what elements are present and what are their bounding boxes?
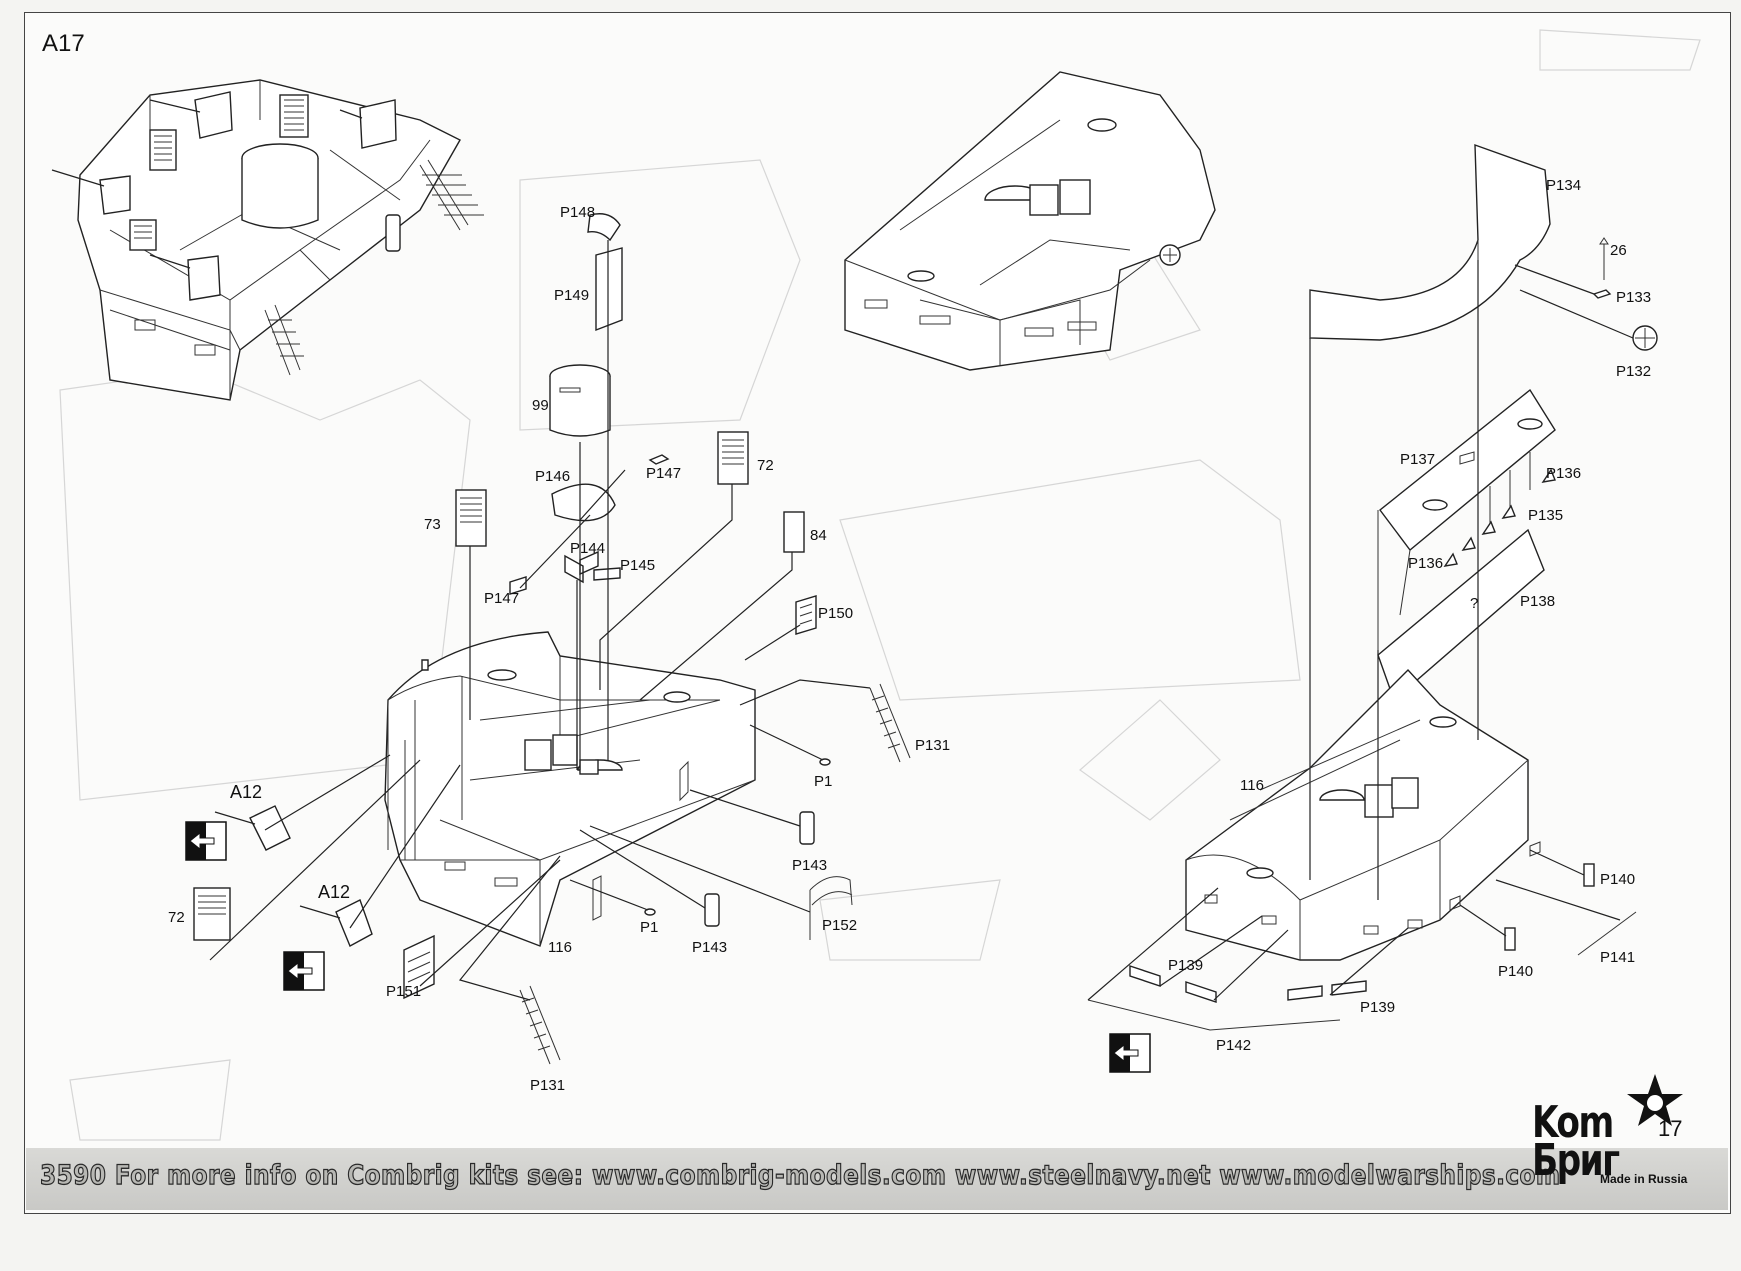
direction-arrow-icon <box>185 821 227 861</box>
direction-arrow-icon <box>283 951 325 991</box>
part-p131 <box>869 683 911 763</box>
part-73 <box>455 489 487 547</box>
part-p140 <box>1504 927 1516 951</box>
part-p141 <box>1577 911 1637 956</box>
part-p147 <box>509 576 527 595</box>
label-p147: P147 <box>646 465 681 482</box>
label-p143: P143 <box>692 939 727 956</box>
label-p147: P147 <box>484 590 519 607</box>
part-p152 <box>809 876 853 940</box>
brand-logo: Kom Бриг <box>1532 1097 1620 1186</box>
part-p135 <box>1501 504 1516 519</box>
label-a12: A12 <box>230 782 262 802</box>
label-p151: P151 <box>386 983 421 1000</box>
part-p134 <box>1309 143 1551 341</box>
label-p139: P139 <box>1168 957 1203 974</box>
part-p142 <box>1087 999 1341 1031</box>
gun-mount-icon <box>149 254 221 301</box>
footer-band <box>26 1148 1728 1210</box>
label-p133: P133 <box>1616 289 1651 306</box>
part-p148 <box>587 213 621 242</box>
label-p134: P134 <box>1546 177 1581 194</box>
part-p139 <box>1185 981 1217 1003</box>
gun-mount-icon <box>339 99 397 149</box>
label-p152: P152 <box>822 917 857 934</box>
part-p135 <box>1461 536 1476 551</box>
part-72 <box>717 431 749 485</box>
a12-gun-mount-icon <box>214 805 291 851</box>
part-p131 <box>519 985 561 1065</box>
label-26: 26 <box>1610 242 1627 259</box>
label-p140: P140 <box>1498 963 1533 980</box>
part-p146 <box>551 483 616 522</box>
label-p1: P1 <box>814 773 832 790</box>
label-p141: P141 <box>1600 949 1635 966</box>
label-p131: P131 <box>915 737 950 754</box>
center-exploded-assembly <box>193 213 911 1065</box>
part-p150 <box>795 595 817 635</box>
part-84 <box>783 511 805 553</box>
part-p147 <box>648 454 670 465</box>
label-a12: A12 <box>318 882 350 902</box>
label-p137: P137 <box>1400 451 1435 468</box>
direction-arrow-icon <box>1109 1033 1151 1073</box>
part-p143 <box>799 811 815 845</box>
label-p1: P1 <box>640 919 658 936</box>
label-116: 116 <box>1240 777 1264 794</box>
brand-block: Kom Бриг Made in Russia <box>1528 1070 1708 1190</box>
label-p149: P149 <box>554 287 589 304</box>
part-p136 <box>1541 468 1556 483</box>
callout-labels: P148 P149 99 P146 P147 72 73 84 P144 P14… <box>168 177 1651 1094</box>
label-p150: P150 <box>818 605 853 622</box>
brand-tagline: Made in Russia <box>1600 1172 1688 1186</box>
label-p135: P135 <box>1528 507 1563 524</box>
label-p140: P140 <box>1600 871 1635 888</box>
completed-assembly-view <box>51 79 484 401</box>
part-99 <box>549 364 611 437</box>
label-73: 73 <box>424 516 441 533</box>
part-p139 <box>1287 985 1323 1001</box>
part-p133 <box>1592 289 1612 299</box>
part-p1 <box>819 758 831 766</box>
part-p136 <box>1443 552 1458 567</box>
label-p142: P142 <box>1216 1037 1251 1054</box>
label-p143: P143 <box>792 857 827 874</box>
label-p131: P131 <box>530 1077 565 1094</box>
right-exploded-assembly <box>1087 143 1658 1031</box>
part-p139 <box>1331 980 1367 996</box>
label-72: 72 <box>168 909 185 926</box>
gun-mount-icon <box>51 169 131 215</box>
label-p132: P132 <box>1616 363 1651 380</box>
page-number: 17 <box>1658 1116 1683 1141</box>
footer-info-text: 3590 For more info on Combrig kits see: … <box>39 1159 1561 1191</box>
sheet-id: A17 <box>42 30 85 57</box>
label-p136: P136 <box>1408 555 1443 572</box>
label-p148: P148 <box>560 204 595 221</box>
part-72 <box>193 887 231 941</box>
label-p139: P139 <box>1360 999 1395 1016</box>
label-84: 84 <box>810 527 827 544</box>
label-72: 72 <box>757 457 774 474</box>
deck-top-view <box>844 71 1216 371</box>
label-116: 116 <box>548 939 572 956</box>
part-p145 <box>593 567 621 581</box>
part-p149 <box>595 247 623 332</box>
label-p136: P136 <box>1546 465 1581 482</box>
star-logo-icon <box>1627 1074 1683 1126</box>
part-p1 <box>644 908 656 916</box>
part-p139 <box>1129 965 1161 987</box>
part-p140 <box>1583 863 1595 887</box>
label-p145: P145 <box>620 557 655 574</box>
label-p138: P138 <box>1520 593 1555 610</box>
label-p146: P146 <box>535 468 570 485</box>
label-p144: P144 <box>570 540 605 557</box>
part-p137 <box>1379 388 1556 552</box>
part-p135 <box>1481 520 1496 535</box>
part-p143 <box>704 893 720 927</box>
label-99: 99 <box>532 397 549 414</box>
label-question: ? <box>1470 595 1478 612</box>
a12-gun-mount-icon <box>299 899 373 947</box>
gun-mount-icon <box>149 91 233 139</box>
